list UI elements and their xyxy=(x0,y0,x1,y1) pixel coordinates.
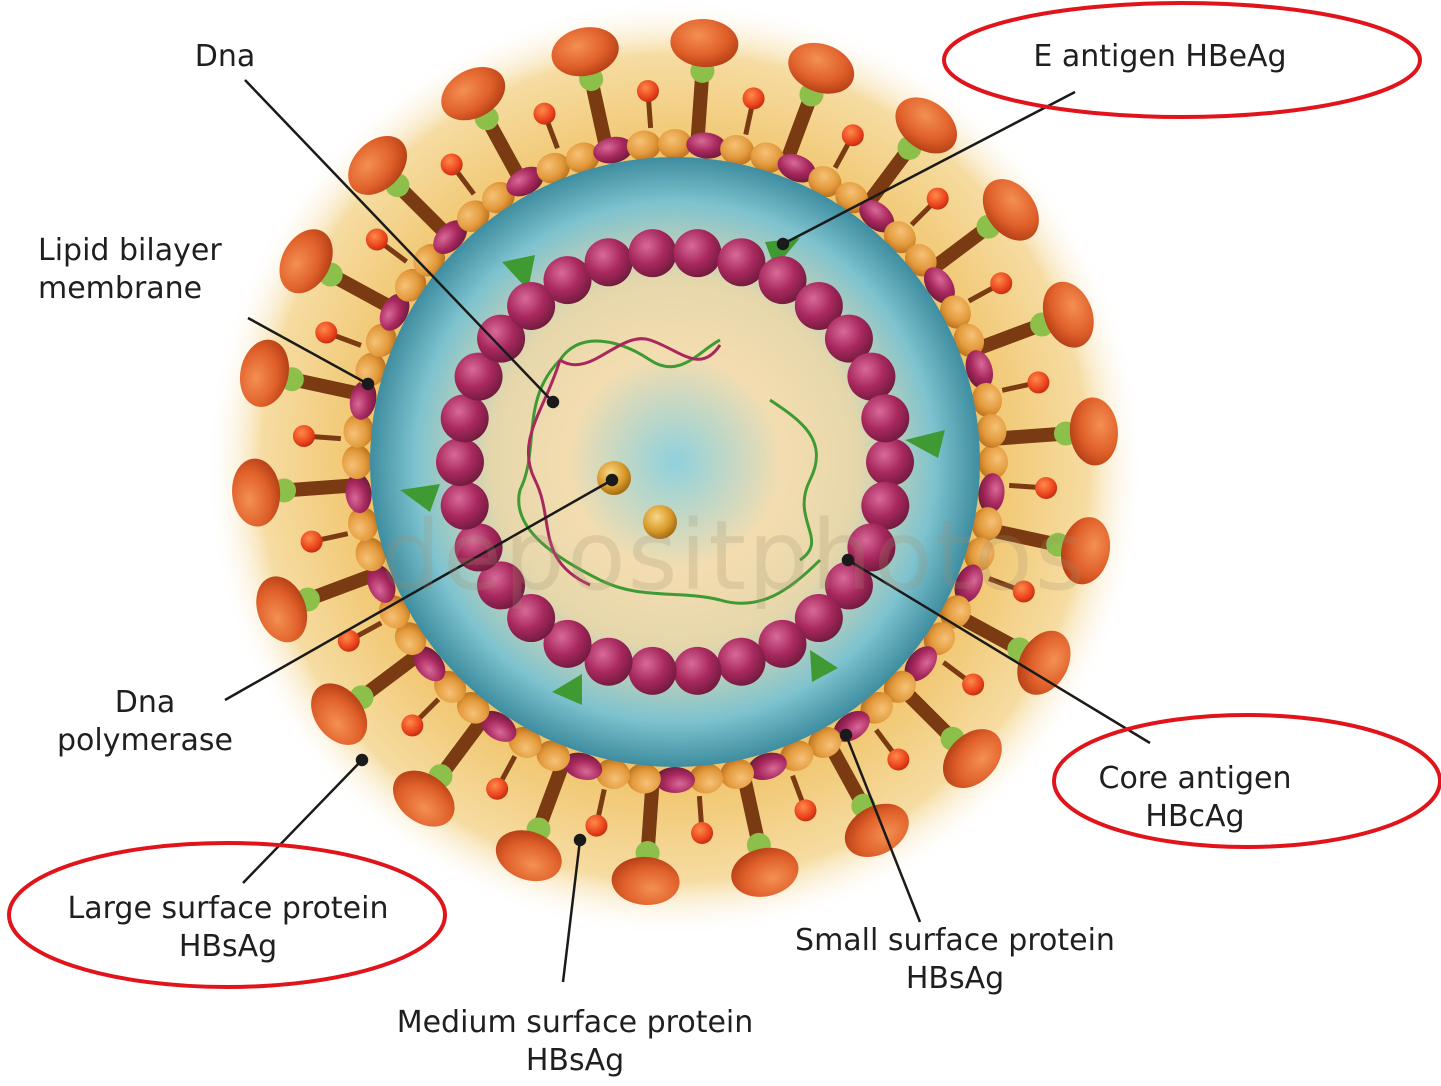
label-dna-polymerase: Dna polymerase xyxy=(40,684,250,760)
small-surface-dot xyxy=(691,822,713,844)
label-dna-text: Dna xyxy=(195,39,256,74)
label-small-surface-protein: Small surface protein HBsAg xyxy=(755,922,1155,998)
small-surface-dot xyxy=(794,799,816,821)
label-lipid-line1: Lipid bilayer xyxy=(38,232,222,270)
lipid-bead xyxy=(342,445,372,479)
small-surface-dot xyxy=(486,778,508,800)
small-surface-dot xyxy=(887,748,909,770)
label-large-surface-protein: Large surface protein HBsAg xyxy=(28,890,428,966)
label-lipid-bilayer: Lipid bilayer membrane xyxy=(38,232,222,308)
small-surface-dot xyxy=(441,154,463,176)
label-large-line2: HBsAg xyxy=(28,928,428,966)
small-surface-dot xyxy=(293,425,315,447)
capsid-bead-icon xyxy=(629,647,677,695)
small-surface-dot xyxy=(366,228,388,250)
capsid-bead-icon xyxy=(847,353,895,401)
label-core-line1: Core antigen xyxy=(1060,760,1330,798)
label-core-line2: HBcAg xyxy=(1060,798,1330,836)
label-medium-line1: Medium surface protein xyxy=(350,1004,800,1042)
label-polymerase-line2: polymerase xyxy=(40,722,250,760)
small-surface-dot xyxy=(1027,371,1049,393)
capsid-bead-icon xyxy=(866,438,914,486)
capsid-bead-icon xyxy=(585,638,633,686)
label-polymerase-line1: Dna xyxy=(40,684,250,722)
small-surface-dot xyxy=(990,272,1012,294)
small-surface-dot xyxy=(301,531,323,553)
capsid-bead-icon xyxy=(673,229,721,277)
small-surface-dot xyxy=(534,103,556,125)
label-lipid-line2: membrane xyxy=(38,270,222,308)
small-surface-dot xyxy=(315,321,337,343)
label-e-antigen-text: E antigen HBeAg xyxy=(1033,39,1286,74)
capsid-bead-icon xyxy=(673,647,721,695)
small-surface-dot xyxy=(743,87,765,109)
small-surface-dot xyxy=(1035,477,1057,499)
capsid-bead-icon xyxy=(544,256,592,304)
watermark: depositphotos xyxy=(380,500,1087,612)
label-core-antigen: Core antigen HBcAg xyxy=(1060,760,1330,836)
capsid-bead-icon xyxy=(436,438,484,486)
small-surface-dot xyxy=(842,124,864,146)
small-surface-dot xyxy=(637,80,659,102)
capsid-bead-icon xyxy=(861,394,909,442)
small-surface-dot xyxy=(927,188,949,210)
capsid-bead-icon xyxy=(717,238,765,286)
capsid-bead-icon xyxy=(629,229,677,277)
capsid-bead-icon xyxy=(759,620,807,668)
label-small-line1: Small surface protein xyxy=(755,922,1155,960)
label-small-line2: HBsAg xyxy=(755,960,1155,998)
capsid-bead-icon xyxy=(441,394,489,442)
label-medium-line2: HBsAg xyxy=(350,1042,800,1080)
capsid-bead-icon xyxy=(585,238,633,286)
small-surface-dot xyxy=(962,674,984,696)
capsid-bead-icon xyxy=(717,638,765,686)
label-dna: Dna xyxy=(180,38,270,76)
label-e-antigen: E antigen HBeAg xyxy=(990,38,1330,76)
small-surface-dot xyxy=(585,815,607,837)
label-medium-surface-protein: Medium surface protein HBsAg xyxy=(350,1004,800,1080)
small-surface-dot xyxy=(401,714,423,736)
label-large-line1: Large surface protein xyxy=(28,890,428,928)
membrane-protein-bead xyxy=(655,767,695,793)
